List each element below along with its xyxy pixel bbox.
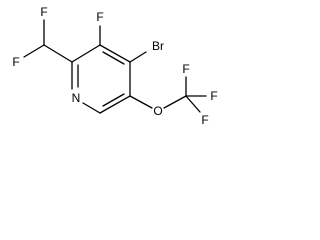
bond-c6-n: [82, 102, 101, 114]
bond-c2-c3: [71, 44, 101, 63]
bond-c5-c6-inner: [102, 93, 125, 107]
atom-f-cf3-right: F: [210, 89, 217, 103]
bond-c5-o: [129, 95, 153, 109]
bond-chf2-f-left: [23, 44, 45, 58]
bond-c3-c4: [99, 44, 131, 63]
atom-f-cf3-bottom: F: [201, 113, 208, 127]
atom-f-difluoro-top: F: [40, 5, 47, 19]
chemical-structure: F F F Br N O F F F: [12, 5, 217, 127]
atom-f-cf3-top: F: [182, 62, 189, 76]
atom-n: N: [72, 91, 81, 105]
bond-cf3-f-bottom: [185, 95, 201, 113]
bond-c5-c6: [99, 95, 131, 114]
atom-labels: F F F Br N O F F F: [12, 5, 217, 127]
atom-f-difluoro-left: F: [12, 55, 19, 69]
atom-o: O: [153, 104, 162, 118]
bond-c2-chf2: [43, 44, 73, 63]
bond-c4-br: [129, 51, 147, 63]
bonds: [23, 19, 207, 114]
atom-br: Br: [152, 39, 164, 53]
bond-c3-c4-inner: [102, 51, 125, 65]
bond-o-cf3: [163, 95, 187, 109]
atom-f-ring: F: [96, 10, 103, 24]
